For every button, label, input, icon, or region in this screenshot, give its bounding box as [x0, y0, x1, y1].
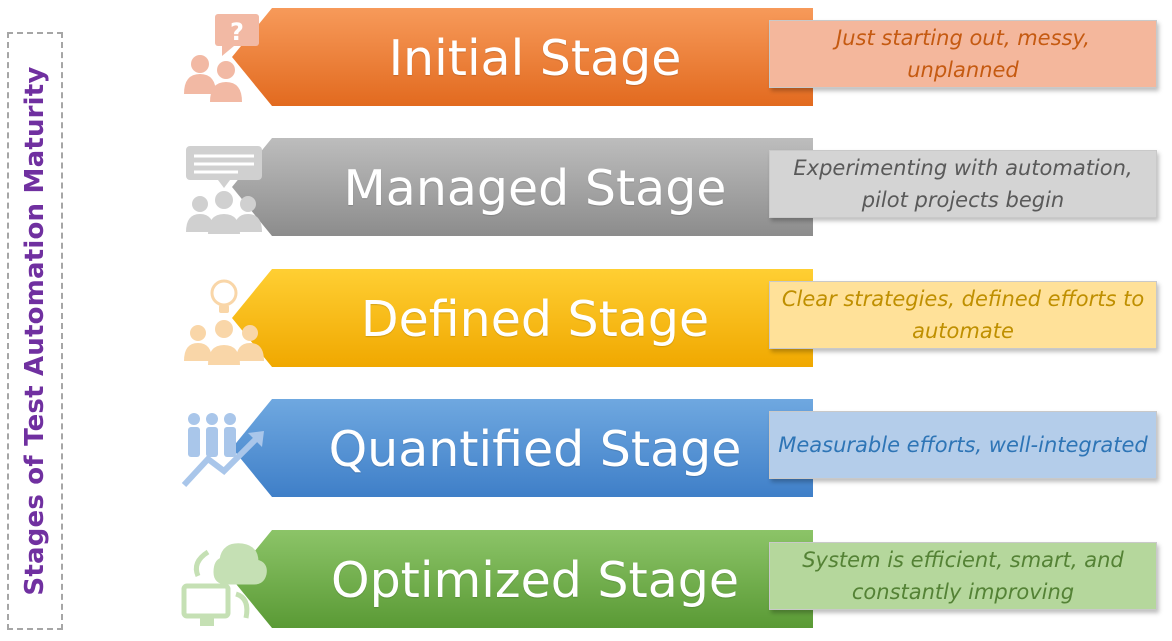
cloud-sync-computer-icon	[181, 543, 267, 626]
stage-description: Clear strategies, defined efforts to aut…	[769, 281, 1157, 349]
stage-row: ? Initial Stage Just starting out, messy…	[0, 6, 1172, 110]
stage-row: Defined Stage Clear strategies, defined …	[0, 267, 1172, 371]
people-question-icon: ?	[184, 14, 259, 102]
stage-name: Defined Stage	[360, 290, 710, 348]
stage-name: Managed Stage	[343, 159, 727, 217]
stage-banner	[232, 530, 813, 628]
team-growth-icon	[181, 413, 264, 488]
stage-name: Initial Stage	[388, 29, 682, 87]
stage-description: Experimenting with automation, pilot pro…	[769, 150, 1157, 218]
title-frame	[7, 32, 63, 630]
stage-banner	[232, 138, 813, 236]
stage-row: Managed Stage Experimenting with automat…	[0, 136, 1172, 240]
stage-banner	[232, 399, 813, 497]
stage-description: Just starting out, messy, unplanned	[769, 20, 1157, 88]
stage-banner	[232, 8, 813, 106]
stage-name: Optimized Stage	[331, 551, 739, 609]
stage-description: System is efficient, smart, and constant…	[769, 542, 1157, 610]
group-discussion-icon	[186, 146, 262, 234]
stage-description: Measurable efforts, well-integrated	[769, 411, 1157, 479]
idea-team-icon	[184, 279, 264, 365]
stage-banner	[232, 269, 813, 367]
stage-row: Quantified Stage Measurable efforts, wel…	[0, 397, 1172, 501]
stage-name: Quantified Stage	[328, 420, 742, 478]
svg-text:?: ?	[230, 18, 244, 46]
stage-row: Optimized Stage System is efficient, sma…	[0, 528, 1172, 632]
